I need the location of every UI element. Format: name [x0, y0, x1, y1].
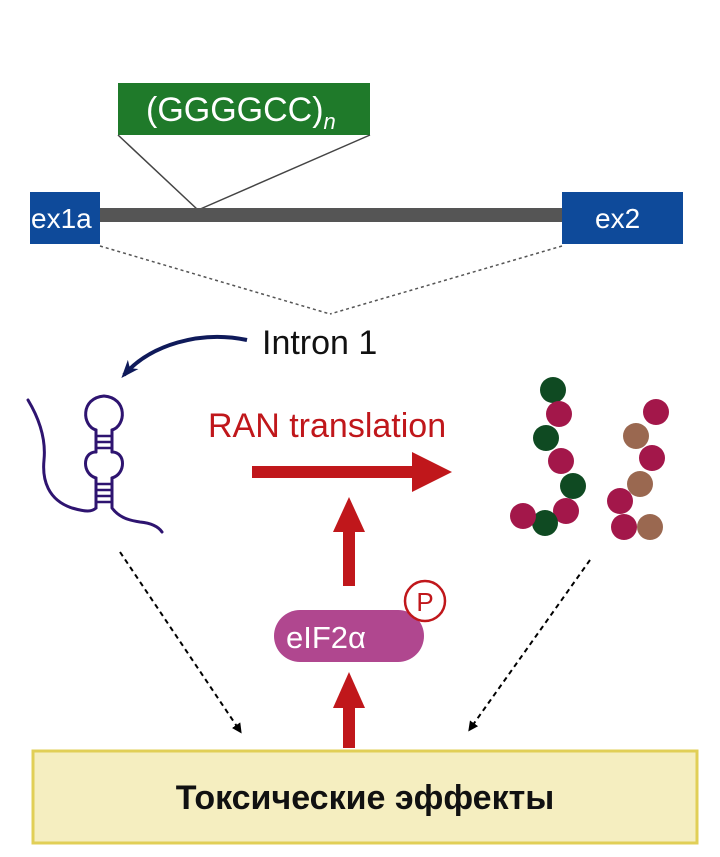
exon-ex1a-label: ex1a: [31, 203, 92, 234]
phosphate-circle: [403, 579, 447, 623]
exon-ex2-label: ex2: [595, 203, 640, 234]
rna-hairpin: [26, 394, 164, 534]
ran-translation-label: RAN translation: [208, 407, 446, 445]
zoom-line-left: [99, 245, 331, 315]
eif2a-node: eIF2α P: [274, 579, 447, 662]
repeat-funnel-right: [197, 134, 371, 211]
exon-ex2: [562, 192, 683, 244]
dpr-bead-crimson: [607, 488, 633, 514]
curved-arrow-to-rna: [121, 335, 248, 379]
zoom-line-right: [329, 245, 563, 315]
toxic-effects-label: Токсические эффекты: [176, 779, 555, 817]
phosphate-label: P: [416, 587, 433, 617]
dpr-bead-dark-green: [533, 425, 559, 451]
dpr-bead-dark-green: [540, 377, 566, 403]
dpr-bead-crimson: [611, 514, 637, 540]
dpr-bead-brown: [627, 471, 653, 497]
dipeptide-repeat-proteins: [510, 377, 669, 540]
dpr-bead-brown: [637, 514, 663, 540]
toxic-to-eif2a-arrow: [333, 672, 365, 748]
dpr-bead-brown: [623, 423, 649, 449]
dpr-bead-crimson: [510, 503, 536, 529]
intron-label: Intron 1: [262, 324, 377, 362]
dashed-arrow-dpr-to-toxic: [468, 559, 591, 732]
dpr-bead-crimson: [553, 498, 579, 524]
eif2a-to-ran-arrow: [333, 497, 365, 586]
ran-translation-arrow: [252, 452, 452, 492]
intron-line: [100, 208, 562, 222]
dpr-bead-crimson: [546, 401, 572, 427]
repeat-box: [118, 83, 370, 135]
repeat-subscript: n: [324, 109, 336, 134]
dpr-bead-crimson: [548, 448, 574, 474]
dpr-bead-crimson: [639, 445, 665, 471]
dpr-bead-dark-green: [560, 473, 586, 499]
dpr-bead-dark-green: [532, 510, 558, 536]
eif2a-pill: [274, 610, 424, 662]
dashed-arrow-rna-to-toxic: [119, 551, 242, 734]
eif2a-label: eIF2α: [286, 620, 366, 655]
exon-ex1a: [30, 192, 100, 244]
dpr-bead-crimson: [643, 399, 669, 425]
toxic-effects-box: [31, 749, 699, 845]
repeat-label: (GGGGCC)n: [146, 91, 336, 134]
gene-structure: (GGGGCC)n ex1a ex2: [30, 83, 683, 315]
repeat-funnel-left: [117, 134, 199, 211]
